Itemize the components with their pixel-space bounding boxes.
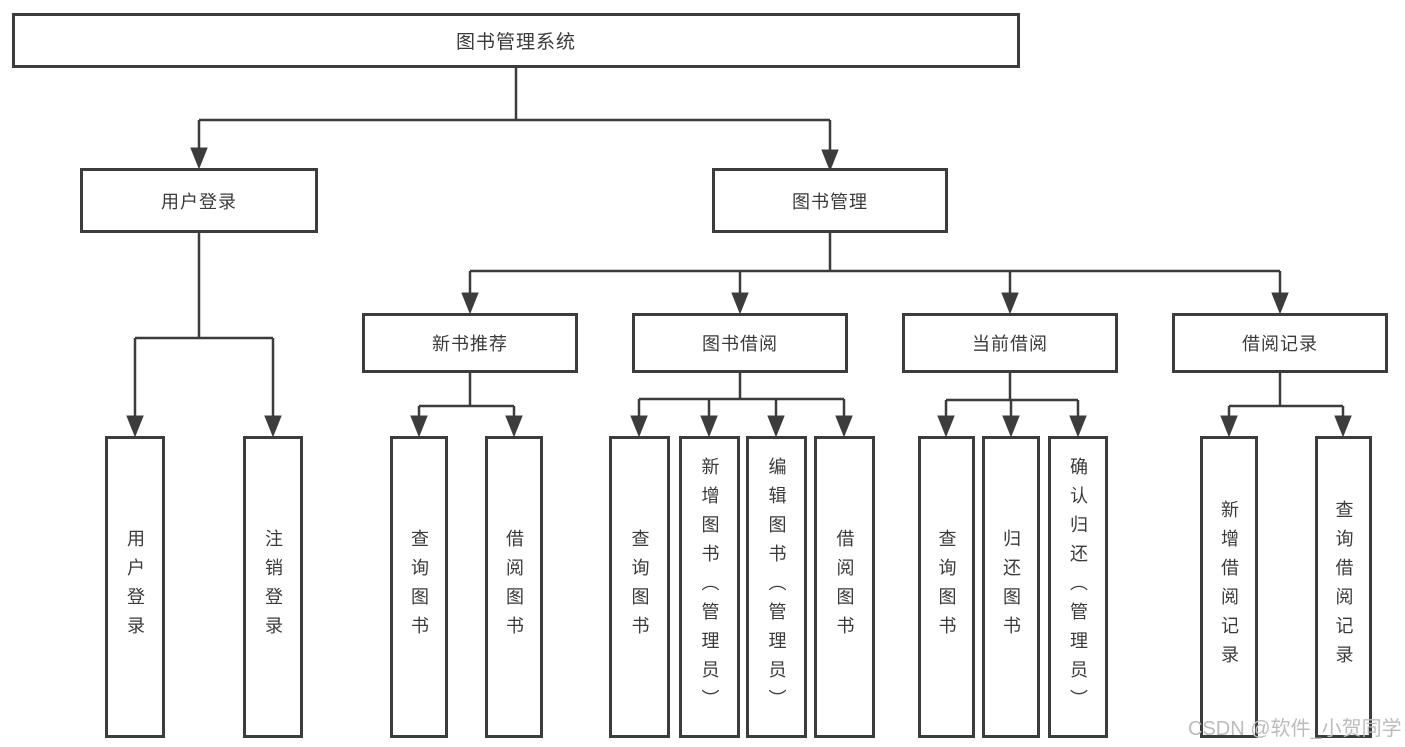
- node-book-management: 图书管理: [712, 168, 948, 233]
- leaf-edit-books-admin: 编辑图书（管理员）: [746, 436, 807, 738]
- node-new-book-recommend-label: 新书推荐: [432, 334, 508, 354]
- connector-userlogin-to-leaves: [126, 233, 282, 438]
- leaf-query-borrow-record: 查询借阅记录: [1315, 436, 1372, 738]
- leaf-borrow-books: 借阅图书: [814, 436, 875, 738]
- leaf-return-books-label: 归还图书: [1001, 529, 1021, 645]
- connector-currentborrow-to-leaves: [937, 373, 1087, 438]
- node-book-management-label: 图书管理: [792, 191, 868, 212]
- leaf-user-login: 用户登录: [105, 436, 165, 738]
- leaf-current-query-books-label: 查询图书: [936, 529, 957, 645]
- leaf-user-login-label: 用户登录: [125, 529, 145, 645]
- leaf-newbook-borrow-books: 借阅图书: [485, 436, 543, 738]
- leaf-newbook-query-books: 查询图书: [390, 436, 448, 738]
- leaf-borrow-books-label: 借阅图书: [834, 529, 855, 645]
- node-user-login: 用户登录: [80, 168, 318, 233]
- node-borrowing-records-label: 借阅记录: [1242, 334, 1318, 354]
- connector-newbookrec-to-leaves: [410, 373, 523, 438]
- leaf-add-books-admin-label: 新增图书（管理员）: [699, 456, 720, 718]
- leaf-confirm-return-admin-label: 确认归还（管理员）: [1068, 456, 1088, 718]
- leaf-edit-books-admin-label: 编辑图书（管理员）: [766, 456, 787, 718]
- leaf-confirm-return-admin: 确认归还（管理员）: [1048, 436, 1108, 738]
- leaf-current-query-books: 查询图书: [918, 436, 975, 738]
- node-borrowing-records: 借阅记录: [1172, 313, 1388, 373]
- node-root-label: 图书管理系统: [455, 32, 576, 53]
- connector-records-to-leaves: [1220, 373, 1352, 438]
- leaf-borrow-query-books-label: 查询图书: [629, 529, 650, 645]
- node-book-borrowing: 图书借阅: [632, 313, 848, 373]
- leaf-query-borrow-record-label: 查询借阅记录: [1333, 500, 1354, 674]
- node-user-login-label: 用户登录: [161, 191, 237, 212]
- leaf-add-borrow-record-label: 新增借阅记录: [1219, 500, 1239, 674]
- node-book-borrowing-label: 图书借阅: [702, 334, 778, 354]
- leaf-newbook-borrow-books-label: 借阅图书: [504, 529, 524, 645]
- leaf-return-books: 归还图书: [982, 436, 1040, 738]
- leaf-add-books-admin: 新增图书（管理员）: [679, 436, 740, 738]
- connector-bookborrow-to-leaves: [630, 373, 853, 438]
- connector-root-to-level2: [190, 68, 839, 172]
- csdn-watermark: CSDN @软件_小贺同学: [1188, 718, 1402, 740]
- leaf-logout: 注销登录: [243, 436, 303, 738]
- leaf-newbook-query-books-label: 查询图书: [409, 529, 429, 645]
- leaf-logout-label: 注销登录: [263, 529, 283, 645]
- leaf-add-borrow-record: 新增借阅记录: [1200, 436, 1258, 738]
- node-root-library-system: 图书管理系统: [12, 13, 1020, 68]
- node-current-borrowing-label: 当前借阅: [972, 334, 1048, 354]
- node-new-book-recommend: 新书推荐: [362, 313, 578, 373]
- node-current-borrowing: 当前借阅: [902, 313, 1118, 373]
- leaf-borrow-query-books: 查询图书: [609, 436, 670, 738]
- connector-bookmgmt-to-level3: [461, 233, 1289, 315]
